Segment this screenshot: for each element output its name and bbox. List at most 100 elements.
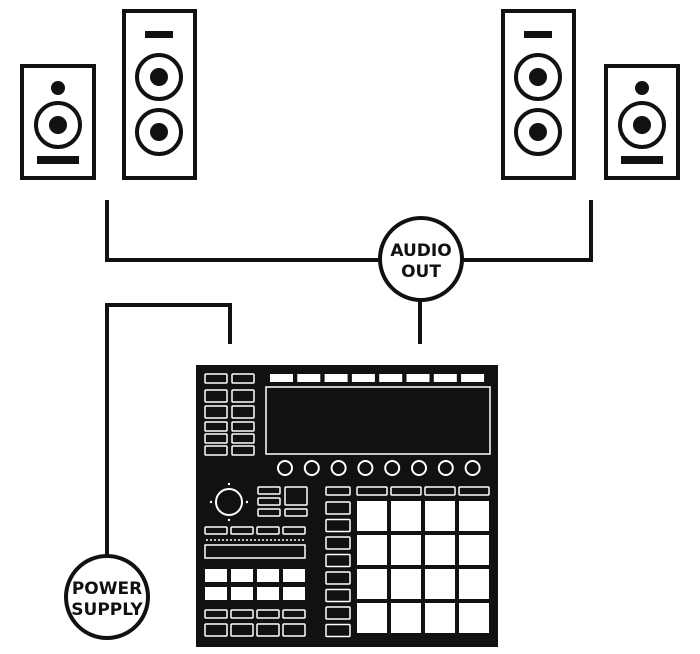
pad xyxy=(459,535,489,565)
strip-led xyxy=(222,539,224,541)
group-button xyxy=(283,587,305,600)
strip-led xyxy=(246,539,248,541)
screen-button xyxy=(324,374,348,382)
pad xyxy=(425,535,455,565)
pad xyxy=(357,569,387,599)
strip-led xyxy=(218,539,220,541)
side-button xyxy=(325,623,351,638)
touch-strip-leds xyxy=(206,539,304,541)
screen-button xyxy=(433,374,457,382)
strip-led xyxy=(298,539,300,541)
audio-cable xyxy=(105,200,593,344)
touch-strip xyxy=(204,544,306,559)
strip-led xyxy=(286,539,288,541)
strip-led xyxy=(278,539,280,541)
transport-bottom-buttons xyxy=(204,609,306,637)
strip-led xyxy=(230,539,232,541)
strip-led xyxy=(274,539,276,541)
side-button xyxy=(325,571,351,585)
side-button xyxy=(325,536,351,550)
pad xyxy=(391,501,421,531)
knob xyxy=(437,460,454,476)
strip-led xyxy=(266,539,268,541)
knobs-row xyxy=(277,460,481,476)
strip-led xyxy=(226,539,228,541)
pad xyxy=(391,535,421,565)
group-button xyxy=(257,569,279,582)
left-tower-speaker xyxy=(122,9,197,180)
strip-led xyxy=(238,539,240,541)
power-supply-callout: POWER SUPPLY xyxy=(64,554,150,640)
pad xyxy=(425,569,455,599)
strip-led xyxy=(254,539,256,541)
group-button xyxy=(257,587,279,600)
screen-button xyxy=(270,374,293,382)
knob xyxy=(411,460,427,476)
power-supply-label-line1: POWER xyxy=(72,579,142,599)
strip-led xyxy=(262,539,264,541)
display-screen xyxy=(265,386,491,455)
knob xyxy=(464,460,481,476)
pad-mode-buttons xyxy=(325,486,490,496)
group-button xyxy=(283,569,305,582)
pad xyxy=(391,603,421,633)
pad-grid xyxy=(357,501,489,633)
side-button xyxy=(325,588,351,603)
power-cable xyxy=(105,303,232,557)
strip-led xyxy=(294,539,296,541)
strip-led xyxy=(242,539,244,541)
pad xyxy=(391,569,421,599)
right-tower-speaker xyxy=(501,9,576,180)
strip-led xyxy=(290,539,292,541)
pad xyxy=(357,535,387,565)
group-button xyxy=(231,569,253,582)
group-button xyxy=(205,587,227,600)
right-monitor-speaker xyxy=(604,64,680,180)
left-control-buttons xyxy=(204,373,255,456)
screen-button xyxy=(297,374,321,382)
pad xyxy=(459,501,489,531)
left-monitor-speaker xyxy=(20,64,96,180)
group-button xyxy=(231,587,253,600)
power-supply-label-line2: SUPPLY xyxy=(71,600,143,620)
strip-led xyxy=(282,539,284,541)
strip-led xyxy=(214,539,216,541)
pad xyxy=(357,603,387,633)
pad xyxy=(357,501,387,531)
knob xyxy=(277,460,293,476)
screen-button xyxy=(379,374,403,382)
controller-device xyxy=(196,365,498,647)
audio-out-callout: AUDIO OUT xyxy=(378,216,464,302)
side-button xyxy=(325,606,351,620)
knob xyxy=(303,460,320,476)
audio-out-label-line1: AUDIO xyxy=(390,241,451,261)
side-button xyxy=(325,553,351,568)
audio-out-label-line2: OUT xyxy=(401,262,441,282)
group-button xyxy=(205,569,227,582)
side-button xyxy=(325,501,351,515)
pad xyxy=(425,501,455,531)
transport-top-buttons xyxy=(204,526,306,535)
navigation-buttons xyxy=(257,486,308,517)
strip-led xyxy=(210,539,212,541)
screen-button xyxy=(351,374,375,382)
pad xyxy=(459,603,489,633)
knob xyxy=(330,460,347,476)
side-button xyxy=(325,518,351,533)
knob xyxy=(357,460,374,476)
screen-button xyxy=(461,374,485,382)
screen-button xyxy=(406,374,430,382)
strip-led xyxy=(258,539,260,541)
strip-led xyxy=(206,539,208,541)
pad xyxy=(459,569,489,599)
pad xyxy=(425,603,455,633)
strip-led xyxy=(270,539,272,541)
jog-wheel xyxy=(209,482,249,522)
side-button-column xyxy=(325,501,351,638)
strip-led xyxy=(250,539,252,541)
group-buttons xyxy=(205,569,305,600)
strip-led xyxy=(302,539,304,541)
strip-led xyxy=(234,539,236,541)
screen-buttons xyxy=(270,374,485,382)
